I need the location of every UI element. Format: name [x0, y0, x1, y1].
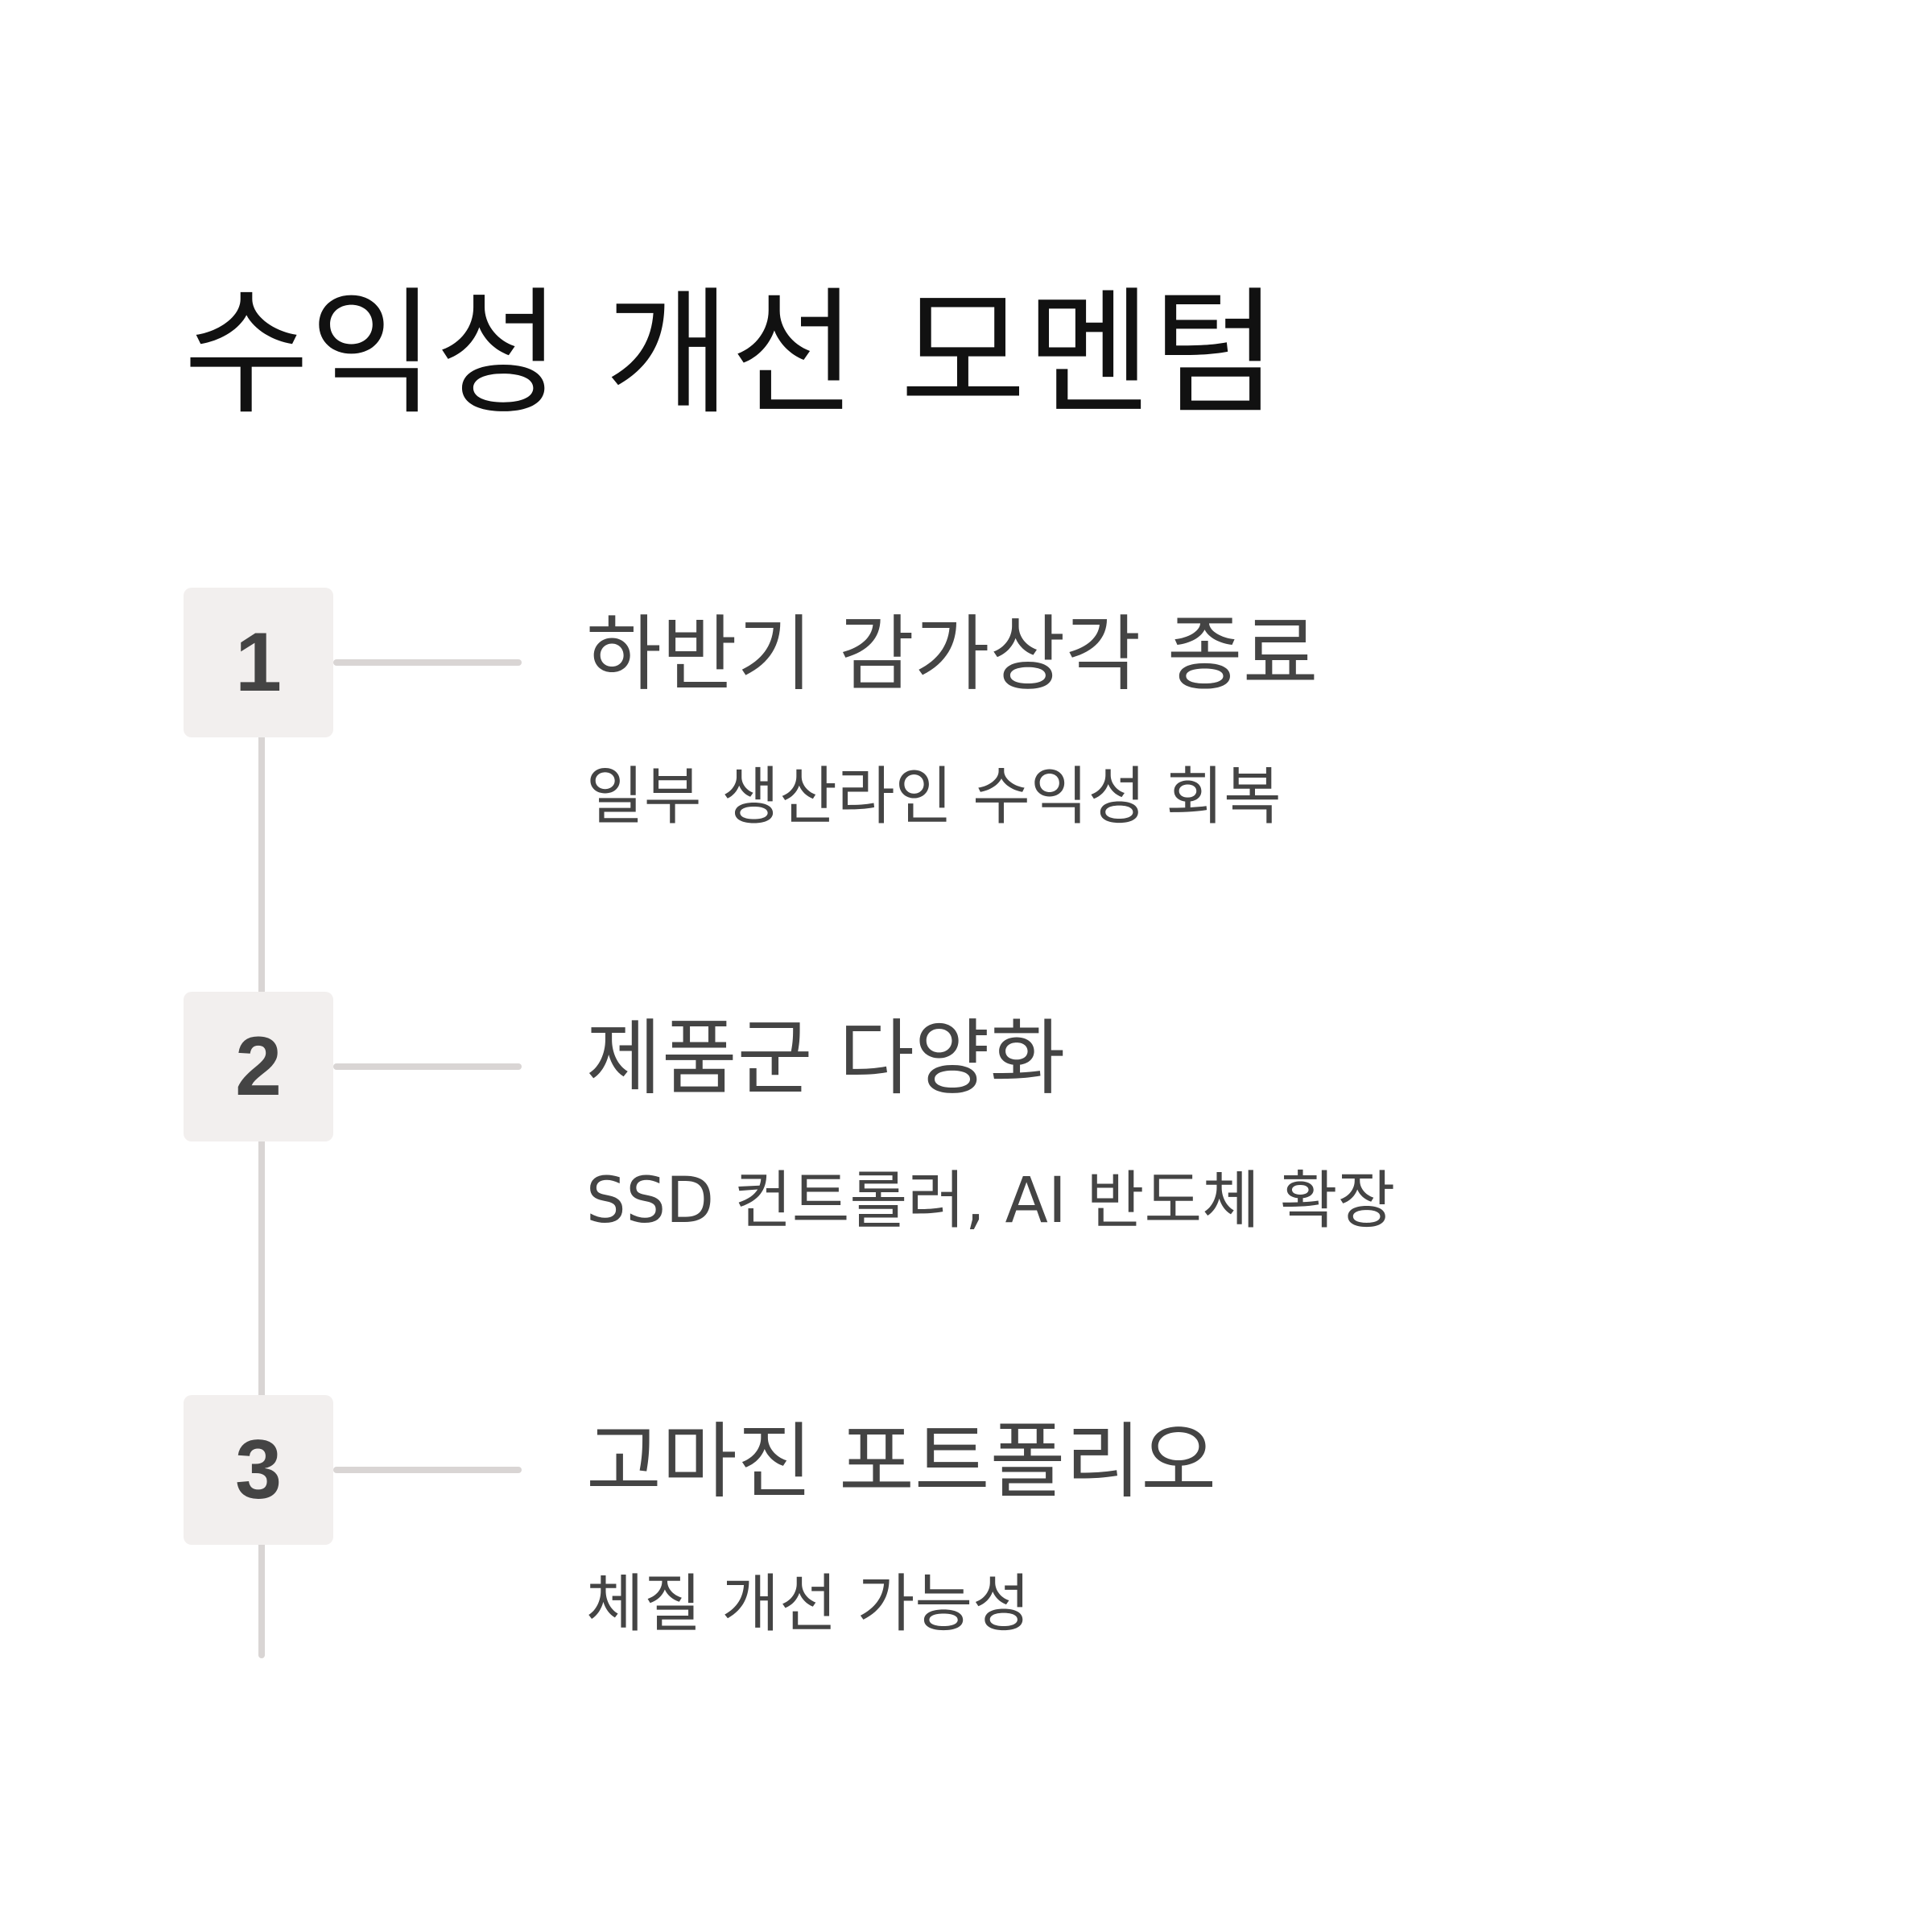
timeline-step-2: 2 제품군 다양화 SSD 컨트롤러, AI 반도체 확장	[0, 992, 1932, 1236]
step-title: 하반기 감가상각 종료	[586, 607, 1319, 703]
step-number-badge: 2	[184, 992, 333, 1141]
step-number-badge: 1	[184, 588, 333, 737]
page-title: 수익성 개선 모멘텀	[184, 275, 1278, 434]
step-connector-line	[333, 659, 522, 666]
step-description: SSD 컨트롤러, AI 반도체 확장	[586, 1165, 1396, 1237]
step-description: 체질 개선 가능성	[586, 1568, 1030, 1641]
step-number-badge: 3	[184, 1395, 333, 1545]
step-title: 고마진 포트폴리오	[586, 1414, 1217, 1510]
step-title: 제품군 다양화	[586, 1011, 1066, 1107]
step-connector-line	[333, 1467, 522, 1473]
timeline-step-3: 3 고마진 포트폴리오 체질 개선 가능성	[0, 1395, 1932, 1639]
timeline-vertical-line	[258, 676, 265, 1658]
timeline-step-1: 1 하반기 감가상각 종료 일부 생산라인 수익성 회복	[0, 588, 1932, 832]
step-description: 일부 생산라인 수익성 회복	[586, 761, 1282, 833]
step-connector-line	[333, 1063, 522, 1070]
